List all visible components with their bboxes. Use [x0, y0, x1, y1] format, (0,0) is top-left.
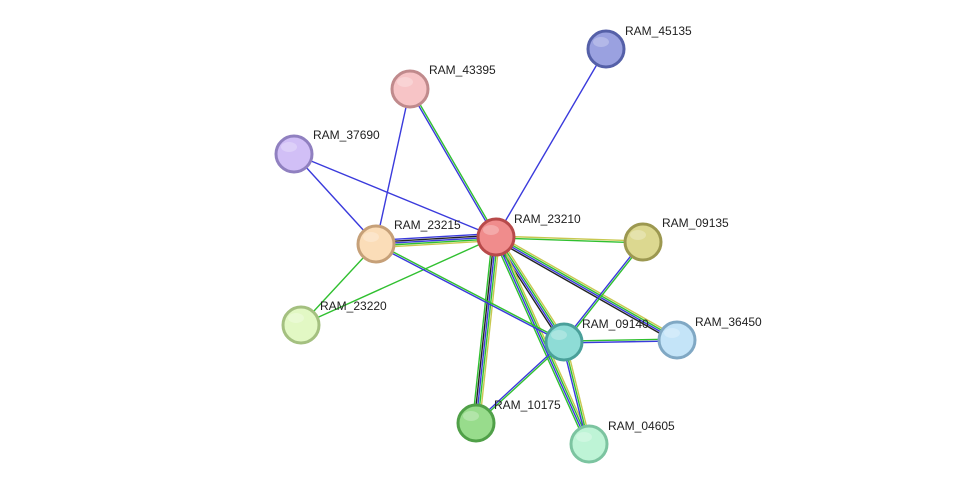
- node-highlight: [463, 411, 479, 421]
- edge-line: [293, 153, 377, 245]
- edge-ram-23215-ram-09140[interactable]: [375, 242, 565, 344]
- node-ram-23220[interactable]: RAM_23220: [281, 299, 387, 345]
- node-circle[interactable]: [544, 322, 584, 362]
- node-ram-23210[interactable]: RAM_23210: [476, 212, 581, 257]
- node-highlight: [483, 225, 499, 235]
- node-ram-45135[interactable]: RAM_45135: [586, 24, 692, 69]
- node-ram-09140[interactable]: RAM_09140: [544, 317, 649, 362]
- edge-ram-09135-ram-09140[interactable]: [562, 241, 645, 343]
- edge-ram-23210-ram-10175[interactable]: [471, 236, 501, 424]
- edge-line: [376, 242, 565, 342]
- edge-ram-23210-ram-45135[interactable]: [495, 48, 607, 238]
- edge-line: [492, 237, 588, 446]
- node-highlight: [397, 77, 413, 87]
- node-circle[interactable]: [456, 403, 496, 443]
- node-circle[interactable]: [356, 224, 396, 264]
- node-circle[interactable]: [586, 29, 626, 69]
- node-circle[interactable]: [476, 217, 516, 257]
- node-circle[interactable]: [281, 305, 321, 345]
- node-label: RAM_37690: [313, 128, 380, 142]
- node-highlight: [664, 328, 680, 338]
- edge-line: [496, 234, 679, 339]
- edge-line: [494, 238, 677, 343]
- node-ram-43395[interactable]: RAM_43395: [390, 63, 496, 109]
- edge-line: [495, 237, 677, 342]
- edge-line: [496, 236, 591, 444]
- edge-line: [564, 242, 645, 343]
- edge-line: [476, 342, 566, 425]
- edge-ram-23210-ram-37690[interactable]: [293, 153, 497, 238]
- edge-line: [474, 340, 564, 423]
- node-highlight: [593, 37, 609, 47]
- edge-ram-23210-ram-23215[interactable]: [375, 232, 497, 249]
- edge-line: [376, 238, 497, 247]
- edge-ram-23210-ram-09135[interactable]: [495, 235, 644, 244]
- node-label: RAM_04605: [608, 419, 675, 433]
- node-label: RAM_09140: [582, 317, 649, 331]
- edge-ram-43395-ram-23215[interactable]: [375, 88, 411, 245]
- edge-line: [471, 236, 494, 423]
- edge-line: [408, 89, 496, 238]
- edge-line: [497, 235, 567, 341]
- edge-line: [375, 232, 496, 242]
- node-ram-09135[interactable]: RAM_09135: [623, 216, 729, 262]
- node-label: RAM_09135: [662, 216, 729, 230]
- edge-line: [562, 241, 643, 342]
- edge-line: [475, 236, 497, 424]
- node-ram-10175[interactable]: RAM_10175: [456, 398, 561, 443]
- node-label: RAM_23210: [514, 212, 581, 226]
- node-label: RAM_10175: [494, 398, 561, 412]
- node-circle[interactable]: [569, 424, 609, 464]
- edge-ram-23210-ram-04605[interactable]: [492, 235, 593, 446]
- edge-line: [473, 236, 495, 423]
- node-highlight: [288, 313, 304, 323]
- edge-line: [494, 237, 589, 445]
- node-circle[interactable]: [274, 134, 314, 174]
- node-highlight: [281, 142, 297, 152]
- node-label: RAM_23215: [394, 218, 461, 232]
- node-label: RAM_23220: [320, 299, 387, 313]
- edge-ram-23210-ram-36450[interactable]: [494, 234, 679, 343]
- edge-line: [478, 237, 501, 424]
- edge-line: [375, 244, 564, 344]
- edge-line: [410, 88, 498, 237]
- node-circle[interactable]: [623, 222, 663, 262]
- edge-line: [496, 235, 644, 242]
- node-circle[interactable]: [390, 69, 430, 109]
- edge-line: [496, 236, 566, 342]
- edge-line: [300, 236, 497, 326]
- node-circle[interactable]: [657, 320, 697, 360]
- node-highlight: [363, 232, 379, 242]
- edge-line: [375, 234, 496, 243]
- node-ram-04605[interactable]: RAM_04605: [569, 419, 675, 464]
- edge-line: [495, 48, 607, 238]
- edge-ram-23210-ram-09140[interactable]: [493, 235, 567, 344]
- nodes-layer: RAM_23210 RAM_45135RAM_43395RAM_37690RAM_…: [274, 24, 762, 464]
- edge-line: [477, 237, 499, 424]
- node-ram-36450[interactable]: RAM_36450: [657, 315, 762, 360]
- edge-ram-09140-ram-10175[interactable]: [474, 340, 566, 425]
- node-highlight: [551, 330, 567, 340]
- edge-line: [496, 235, 678, 340]
- node-label: RAM_45135: [625, 24, 692, 38]
- edge-line: [495, 237, 643, 244]
- edge-ram-37690-ram-23215[interactable]: [293, 153, 377, 245]
- node-highlight: [630, 230, 646, 240]
- edge-ram-23210-ram-43395[interactable]: [408, 88, 498, 238]
- edge-ram-23210-ram-23220[interactable]: [300, 236, 497, 326]
- edge-line: [375, 88, 411, 245]
- edge-line: [375, 236, 497, 245]
- edge-line: [376, 239, 497, 249]
- edge-line: [293, 153, 497, 238]
- node-ram-23215[interactable]: RAM_23215: [356, 218, 461, 264]
- node-ram-37690[interactable]: RAM_37690: [274, 128, 380, 174]
- node-label: RAM_36450: [695, 315, 762, 329]
- node-label: RAM_43395: [429, 63, 496, 77]
- node-highlight: [576, 432, 592, 442]
